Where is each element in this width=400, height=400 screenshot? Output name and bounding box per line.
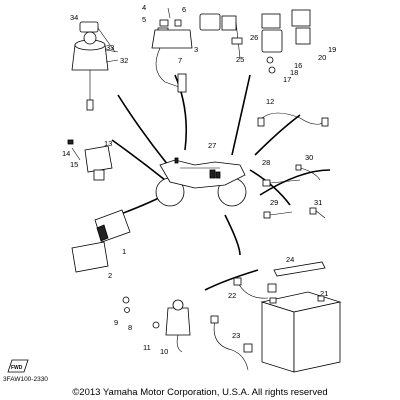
callout-17: 17 — [283, 75, 291, 84]
callout-1: 1 — [122, 247, 126, 256]
callout-7: 7 — [178, 56, 182, 65]
callout-27: 27 — [208, 141, 216, 150]
callout-13: 13 — [104, 139, 112, 148]
callout-6: 6 — [182, 5, 186, 14]
callout-23: 23 — [232, 331, 240, 340]
motorcycle-silhouette — [155, 157, 247, 207]
fwd-label: FWD — [11, 365, 23, 371]
callout-22: 22 — [228, 291, 236, 300]
callout-10: 10 — [160, 347, 168, 356]
part-code: 3FAW100-2330 — [3, 376, 48, 383]
ignition-coil — [151, 7, 193, 93]
ignition-switch — [71, 21, 119, 111]
forward-direction-icon: FWD — [7, 359, 29, 373]
wire-harness-12 — [257, 112, 329, 127]
relay-cluster — [199, 9, 311, 74]
copyright-text: ©2013 Yamaha Motor Corporation, U.S.A. A… — [72, 387, 328, 398]
callout-5: 5 — [142, 15, 146, 24]
leader-lines — [111, 74, 331, 291]
battery — [260, 291, 342, 373]
starter-relay — [122, 296, 191, 353]
callout-28: 28 — [262, 158, 270, 167]
battery-cable-22 — [233, 277, 277, 299]
callout-33: 33 — [106, 43, 114, 52]
callout-12: 12 — [266, 97, 274, 106]
callout-21: 21 — [320, 289, 328, 298]
battery-band — [273, 261, 326, 277]
rectifier-regulator — [67, 139, 113, 181]
callout-2: 2 — [108, 271, 112, 280]
callout-8: 8 — [128, 323, 132, 332]
fasteners-right — [262, 164, 326, 219]
callout-20: 20 — [318, 53, 326, 62]
cdi-cover — [71, 241, 109, 273]
callout-34: 34 — [70, 13, 78, 22]
callout-9: 9 — [114, 318, 118, 327]
callout-24: 24 — [286, 255, 294, 264]
callout-31: 31 — [314, 198, 322, 207]
callout-15: 15 — [70, 160, 78, 169]
callout-25: 25 — [236, 55, 244, 64]
callout-4: 4 — [142, 3, 146, 12]
cdi-unit — [94, 209, 131, 243]
callout-16: 16 — [294, 61, 302, 70]
callout-30: 30 — [305, 153, 313, 162]
battery-cable-23 — [210, 315, 253, 371]
callout-19: 19 — [328, 45, 336, 54]
callout-labels: 1 2 3 4 5 6 7 8 9 10 11 12 13 14 15 16 1… — [62, 3, 336, 356]
callout-14: 14 — [62, 149, 70, 158]
callout-26: 26 — [250, 33, 258, 42]
callout-29: 29 — [270, 198, 278, 207]
callout-32: 32 — [120, 56, 128, 65]
callout-11: 11 — [143, 343, 151, 352]
callout-3: 3 — [194, 45, 198, 54]
callout-18: 18 — [290, 68, 298, 77]
